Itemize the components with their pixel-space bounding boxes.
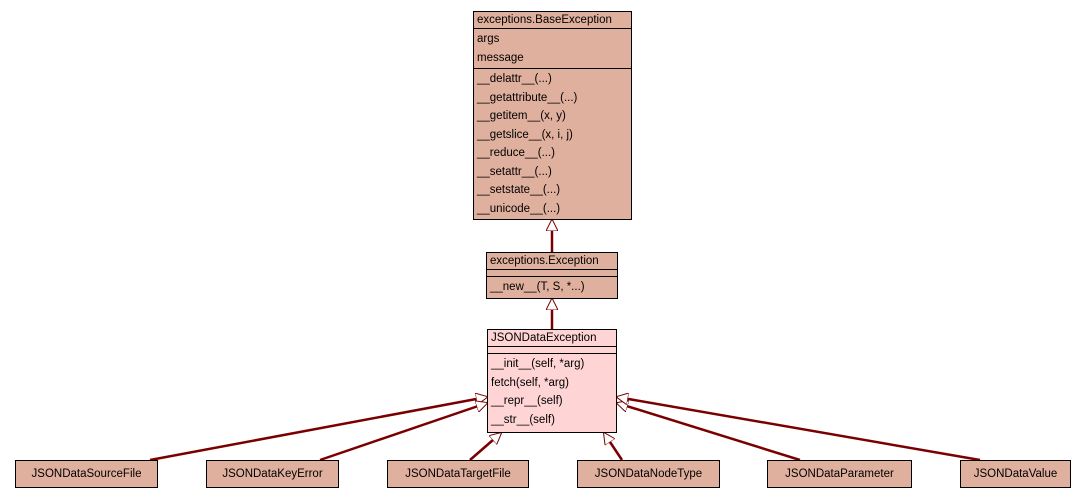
method: __getattribute__(...) [477,91,578,104]
method: __getslice__(x, i, j) [477,128,573,141]
edge-targetfile [469,433,501,461]
methods-section: __init__(self, *arg) fetch(self, *arg) _… [488,354,616,430]
edge-parameter [617,403,801,462]
method: __setstate__(...) [477,184,561,196]
method: __reduce__(...) [477,147,555,159]
method: __str__(self) [491,413,555,426]
class-exception[interactable]: exceptions.Exception __new__(T, S, *...) [486,252,618,299]
class-json-data-target-file[interactable]: JSONDataTargetFile [387,460,529,488]
attributes-section [487,270,617,277]
attributes-section [488,347,616,354]
method: fetch(self, *arg) [491,376,569,389]
class-json-data-exception[interactable]: JSONDataException __init__(self, *arg) f… [487,329,617,433]
method: __unicode__(...) [477,202,561,215]
class-base-exception[interactable]: exceptions.BaseException args message __… [473,11,632,220]
attribute: args [477,33,500,45]
class-title: exceptions.Exception [487,253,617,270]
attributes-section: args message [474,29,631,69]
method: __getitem__(x, y) [477,110,566,122]
edge-nodetype [604,433,624,461]
class-json-data-node-type[interactable]: JSONDataNodeType [577,460,720,488]
edge-value [617,397,981,462]
method: __new__(T, S, *...) [490,281,585,293]
method: __setattr__(...) [477,165,552,178]
class-json-data-key-error[interactable]: JSONDataKeyError [206,460,339,488]
method: __delattr__(...) [477,73,552,85]
method: __init__(self, *arg) [491,358,585,370]
class-json-data-source-file[interactable]: JSONDataSourceFile [15,460,158,488]
class-json-data-value[interactable]: JSONDataValue [960,460,1071,488]
class-title: JSONDataException [488,330,616,347]
class-json-data-parameter[interactable]: JSONDataParameter [767,460,912,488]
methods-section: __new__(T, S, *...) [487,277,617,298]
method: __repr__(self) [491,395,563,407]
attribute: message [477,51,524,64]
methods-section: __delattr__(...) __getattribute__(...) _… [474,69,631,219]
class-title: exceptions.BaseException [474,12,631,29]
edge-sourcefile [149,397,487,462]
edge-keyerror [319,403,487,462]
